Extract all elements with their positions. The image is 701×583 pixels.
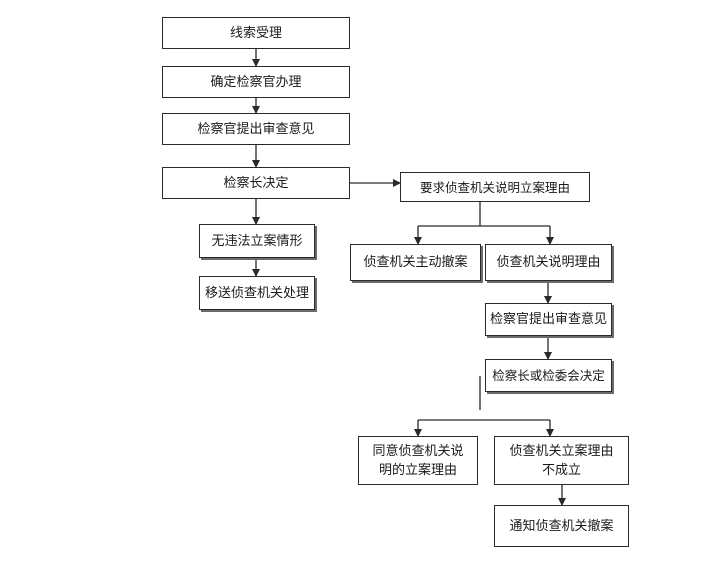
node-label: 线索受理 <box>229 25 282 41</box>
node-label: 侦查机关立案理由不成立 <box>509 443 614 478</box>
node-explain-reason: 侦查机关说明理由 <box>485 244 612 281</box>
node-active-withdraw: 侦查机关主动撤案 <box>350 244 481 281</box>
node-transfer-investigation: 移送侦查机关处理 <box>199 276 315 310</box>
node-label: 检察官提出审查意见 <box>490 312 608 327</box>
node-label: 侦查机关主动撤案 <box>363 255 468 270</box>
node-prosecutor-opinion-2: 检察官提出审查意见 <box>485 303 612 336</box>
node-label: 要求侦查机关说明立案理由 <box>419 179 570 195</box>
node-clue-acceptance: 线索受理 <box>162 17 350 49</box>
node-label: 通知侦查机关撤案 <box>509 518 614 534</box>
node-reason-invalid: 侦查机关立案理由不成立 <box>494 436 629 485</box>
node-agree-reason: 同意侦查机关说明的立案理由 <box>358 436 478 485</box>
node-prosecutor-opinion-1: 检察官提出审查意见 <box>162 113 350 145</box>
node-label: 侦查机关说明理由 <box>496 255 601 270</box>
node-label: 检察长或检委会决定 <box>492 368 605 383</box>
node-label: 检察官提出审查意见 <box>197 121 315 137</box>
node-assign-prosecutor: 确定检察官办理 <box>162 66 350 98</box>
node-require-explanation: 要求侦查机关说明立案理由 <box>400 172 590 202</box>
node-committee-decision: 检察长或检委会决定 <box>485 359 612 392</box>
node-label: 检察长决定 <box>223 175 289 191</box>
node-label: 确定检察官办理 <box>210 74 302 90</box>
node-label: 移送侦查机关处理 <box>204 285 309 301</box>
node-notify-withdraw: 通知侦查机关撤案 <box>494 505 629 547</box>
node-chief-decision: 检察长决定 <box>162 167 350 199</box>
node-label: 同意侦查机关说明的立案理由 <box>372 443 464 478</box>
node-no-illegal-case: 无违法立案情形 <box>199 224 315 258</box>
node-label: 无违法立案情形 <box>211 233 303 249</box>
